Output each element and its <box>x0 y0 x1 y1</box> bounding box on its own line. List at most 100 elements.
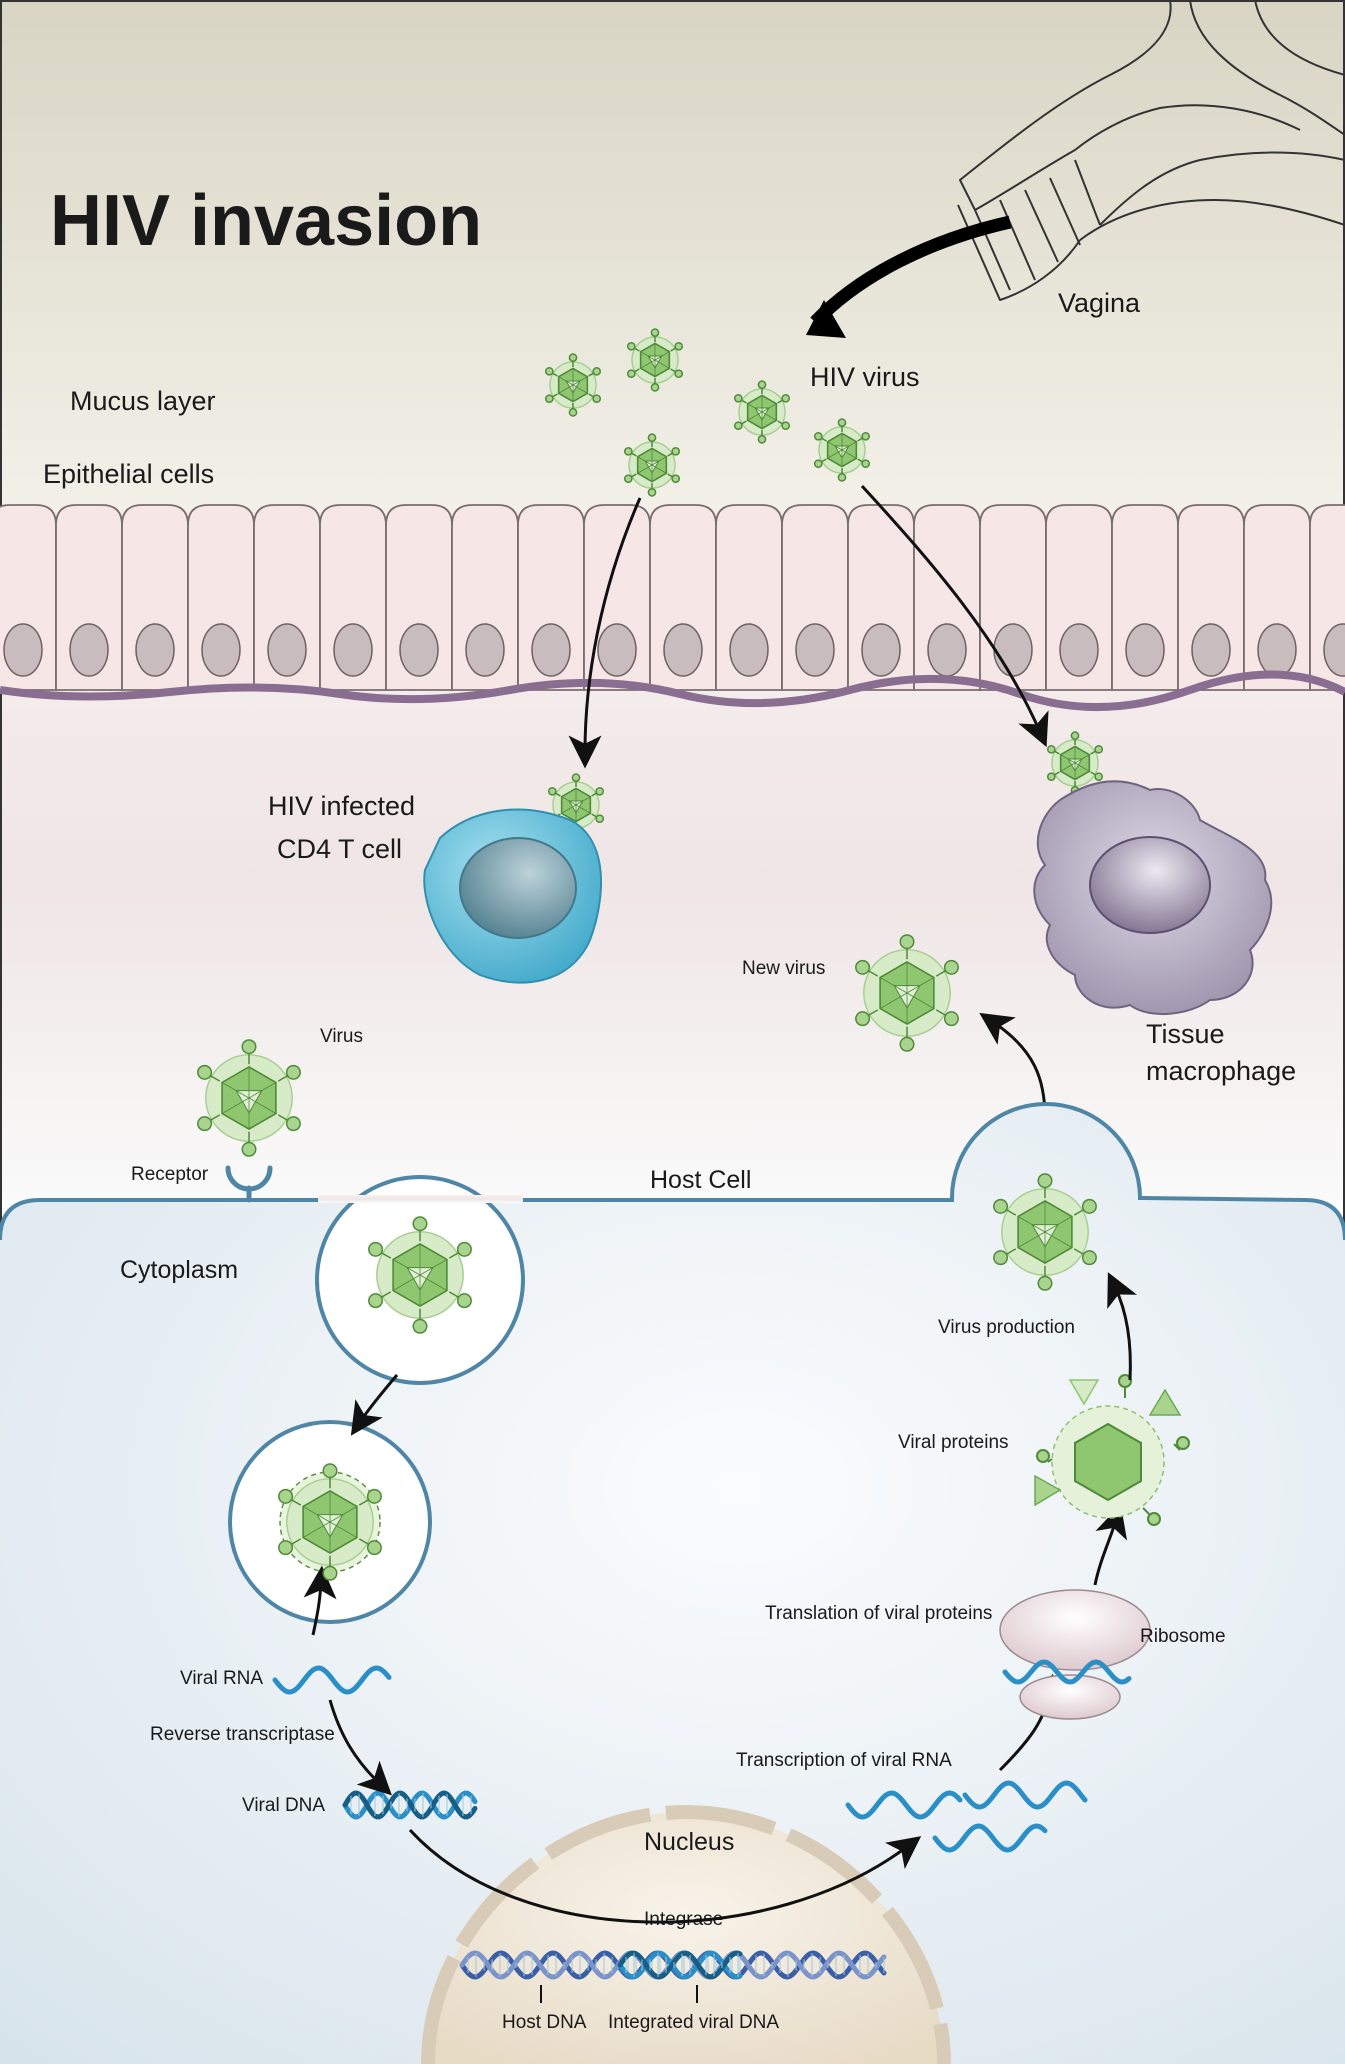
page-title: HIV invasion <box>50 181 482 261</box>
epithelial-cell <box>1045 504 1113 691</box>
epithelial-cell <box>715 504 783 691</box>
hiv-virus-particle <box>544 353 602 417</box>
hiv-virus-particle <box>197 1039 301 1157</box>
hiv-virus-particle <box>368 1216 472 1334</box>
epithelial-nucleus <box>1257 623 1297 677</box>
label-hiv-infected-1: HIV infected <box>268 791 415 821</box>
label-translation: Translation of viral proteins <box>765 1603 992 1624</box>
rna-wave <box>272 1665 392 1695</box>
label-reverse-transcriptase: Reverse transcriptase <box>150 1724 335 1745</box>
hiv-virus-particle <box>623 433 681 497</box>
tissue-macrophage <box>1033 780 1273 1016</box>
label-ribosome: Ribosome <box>1140 1626 1226 1647</box>
arrow-integration <box>408 1828 922 1924</box>
hiv-virus-particle <box>626 328 684 392</box>
epithelial-cell <box>781 504 849 691</box>
entry-arrow <box>810 215 1012 327</box>
dna-wave <box>342 1790 478 1820</box>
integrated-dna-wave <box>617 1950 743 1980</box>
epithelial-cell <box>1309 504 1345 691</box>
arrow-virus-to-tcell <box>568 497 642 769</box>
hiv-virus-particle <box>278 1463 382 1581</box>
epithelial-nucleus <box>1323 623 1345 677</box>
epithelial-cell <box>913 504 981 691</box>
label-virus-production: Virus production <box>938 1317 1075 1338</box>
epithelial-cell <box>1111 504 1179 691</box>
ribosome-rna <box>1002 1659 1132 1685</box>
label-leader-host-dna <box>540 1985 698 2003</box>
epithelial-cell <box>649 504 717 691</box>
epithelial-nucleus <box>1191 623 1231 677</box>
epithelial-cell <box>583 504 651 691</box>
vagina-illustration <box>957 0 1345 301</box>
epithelial-cell <box>385 504 453 691</box>
epithelial-cell <box>121 504 189 691</box>
epithelial-nucleus <box>795 623 835 677</box>
epithelial-nucleus <box>399 623 439 677</box>
label-nucleus: Nucleus <box>644 1828 734 1856</box>
epithelial-nucleus <box>663 623 703 677</box>
epithelial-cell <box>979 504 1047 691</box>
hiv-virus-particle <box>1046 731 1104 795</box>
cd4-t-cell <box>423 808 602 984</box>
label-viral-dna: Viral DNA <box>242 1795 325 1816</box>
epithelial-nucleus <box>135 623 175 677</box>
arrow-entry-to-uncoating <box>350 1374 399 1436</box>
epithelial-cell <box>0 504 57 691</box>
hiv-virus-particle <box>993 1173 1097 1291</box>
epithelial-nucleus <box>465 623 505 677</box>
epithelial-cell <box>319 504 387 691</box>
epithelial-nucleus <box>201 623 241 677</box>
basement-membrane <box>0 670 1345 711</box>
hiv-virus-particle <box>733 380 791 444</box>
arrow-uncoating-to-rna <box>303 1565 337 1636</box>
arrow-proteins-to-production <box>1107 1272 1138 1381</box>
rna-wave <box>962 1780 1088 1810</box>
label-tissue-1: Tissue <box>1146 1019 1225 1049</box>
entry-arrow-head <box>806 300 846 338</box>
rna-wave <box>845 1790 963 1820</box>
epithelial-nucleus <box>597 623 637 677</box>
label-epithelial-cells: Epithelial cells <box>43 459 214 489</box>
epithelial-nucleus <box>333 623 373 677</box>
label-mucus-layer: Mucus layer <box>70 386 216 416</box>
rna-wave <box>932 1823 1048 1853</box>
arrow-virus-to-macrophage <box>860 484 1049 748</box>
large-virus-particles <box>197 934 1097 1581</box>
vesicle-opening <box>318 1195 523 1203</box>
epithelial-nucleus <box>3 623 43 677</box>
epithelial-nucleus <box>1125 623 1165 677</box>
epithelial-nucleus <box>993 623 1033 677</box>
label-viral-proteins: Viral proteins <box>898 1432 1009 1453</box>
viral-dna-strand <box>342 1790 478 1820</box>
label-hiv-virus: HIV virus <box>810 362 920 392</box>
label-receptor: Receptor <box>131 1164 209 1185</box>
label-host-cell: Host Cell <box>650 1166 751 1194</box>
epithelial-nucleus <box>861 623 901 677</box>
label-tissue-2: macrophage <box>1146 1056 1296 1086</box>
epithelial-cell <box>451 504 519 691</box>
epithelial-nucleus <box>729 623 769 677</box>
label-integrated-viral-dna: Integrated viral DNA <box>608 2012 779 2033</box>
host-cell-membrane <box>0 1102 1345 1241</box>
epithelial-cell <box>1243 504 1311 691</box>
viral-rna-strand <box>272 1665 392 1695</box>
label-integrase: Integrase <box>644 1909 723 1930</box>
arrow-rna-to-dna <box>328 1699 392 1796</box>
label-viral-rna: Viral RNA <box>180 1668 263 1689</box>
label-virus: Virus <box>320 1026 363 1047</box>
label-cytoplasm: Cytoplasm <box>120 1256 238 1284</box>
host-dna-helix <box>459 1950 887 1980</box>
epithelial-nucleus <box>1059 623 1099 677</box>
rna-wave <box>1002 1659 1132 1685</box>
viral-proteins-assembly <box>1034 1374 1190 1526</box>
ribosome <box>999 1589 1151 1720</box>
label-vagina: Vagina <box>1058 288 1141 318</box>
epithelial-nucleus <box>531 623 571 677</box>
epithelial-nucleus <box>267 623 307 677</box>
epithelial-cell <box>187 504 255 691</box>
epithelial-nucleus <box>69 623 109 677</box>
hiv-virus-particle <box>813 418 871 482</box>
epithelial-cell <box>517 504 585 691</box>
